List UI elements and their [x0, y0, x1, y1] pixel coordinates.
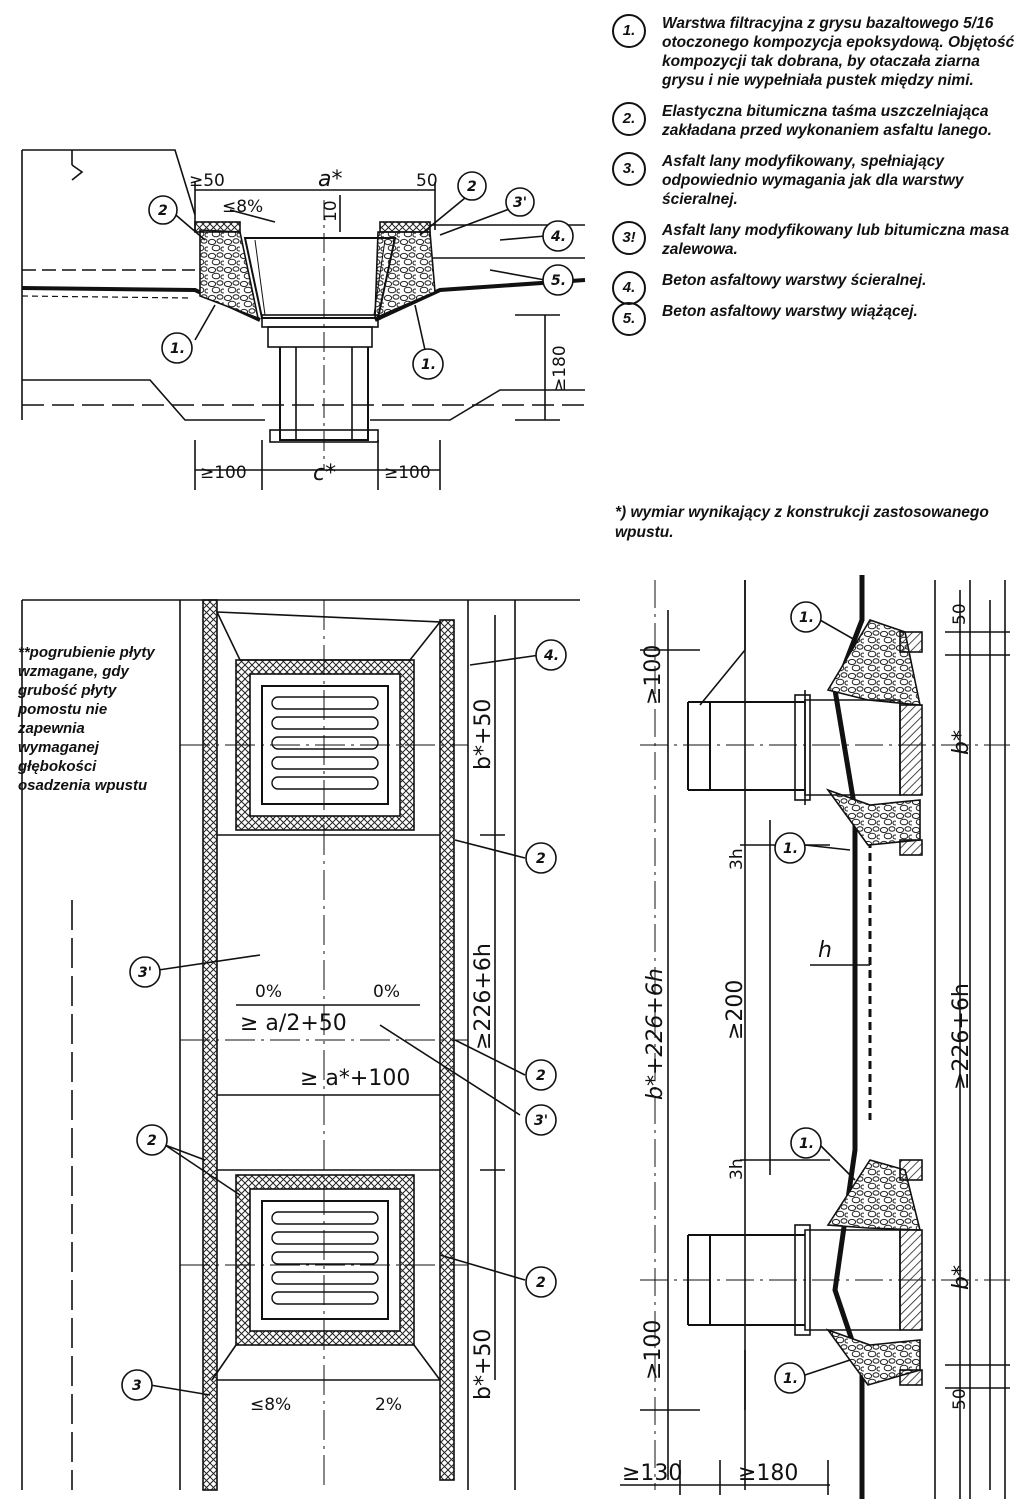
- legend-text: Asfalt lany modyfikowany lub bitumiczna …: [662, 222, 1010, 258]
- marker-label: 4.: [543, 648, 559, 664]
- legend-item: 3! Asfalt lany modyfikowany lub bitumicz…: [612, 221, 1022, 259]
- legend-item: 5. Beton asfaltowy warstwy wiążącej.: [612, 302, 1022, 336]
- plan-view: [21, 599, 580, 1491]
- dim-label: 3h: [727, 1158, 747, 1180]
- marker-label: 3': [513, 195, 527, 211]
- dim-label: ≥200: [723, 980, 748, 1040]
- dim-label: ≥100: [641, 1320, 666, 1380]
- dim-label: ≤8%: [222, 197, 263, 217]
- legend-item: 1. Warstwa filtracyjna z grysu bazaltowe…: [612, 14, 1022, 90]
- dim-label: 50: [416, 171, 438, 191]
- dim-label: ≤8%: [250, 1395, 291, 1415]
- legend-text: Beton asfaltowy warstwy wiążącej.: [662, 303, 918, 320]
- legend-text: Elastyczna bitumiczna taśma uszczelniają…: [662, 103, 992, 139]
- marker-label: 2: [158, 203, 168, 219]
- marker-label: 1.: [799, 610, 814, 626]
- section-right-markers: 1. 1. 1. 1.: [774, 601, 822, 1394]
- legend-number: 1.: [612, 14, 646, 48]
- dim-label: ≥226+6h: [949, 983, 974, 1090]
- legend-item: 2. Elastyczna bitumiczna taśma uszczelni…: [612, 102, 1022, 140]
- dim-label: 50: [950, 1388, 970, 1410]
- marker-label: 5.: [551, 273, 566, 289]
- marker-label: 2: [536, 1068, 546, 1084]
- dim-label: 2%: [375, 1395, 402, 1415]
- dim-label: b*+50: [471, 699, 496, 770]
- marker-label: 3': [138, 965, 152, 981]
- dim-label: ≥180: [738, 1461, 798, 1486]
- section-top-dimensions: ≥50 a* 50 ≤8% 10 ≥180 ≥100 c* ≥100: [189, 167, 570, 486]
- section-top-markers: 2 2 3' 4. 5. 1. 1.: [148, 171, 574, 380]
- dim-label: ≥226+6h: [471, 943, 496, 1050]
- dim-label: 10: [321, 200, 341, 222]
- dim-label: 50: [950, 603, 970, 625]
- marker-label: 1.: [783, 841, 798, 857]
- marker-label: 2: [467, 179, 477, 195]
- dim-label: ≥130: [622, 1461, 682, 1486]
- plan-dimensions: b*+50 ≥226+6h 0% 0% ≥ a/2+50 ≥ a*+100 b*…: [240, 699, 496, 1415]
- legend-text: Warstwa filtracyjna z grysu bazaltowego …: [662, 15, 1015, 89]
- side-note: **pogrubienie płyty wzmagane, gdy gruboś…: [18, 644, 155, 794]
- legend-number: 4.: [612, 271, 646, 305]
- legend-item: 3. Asfalt lany modyfikowany, spełniający…: [612, 152, 1022, 209]
- dim-label: ≥ a*+100: [300, 1066, 410, 1091]
- legend-number: 5.: [612, 302, 646, 336]
- marker-label: 2: [536, 1275, 546, 1291]
- marker-label: 2: [536, 851, 546, 867]
- marker-label: 1.: [170, 341, 185, 357]
- marker-label: 1.: [783, 1371, 798, 1387]
- dim-label: h: [818, 938, 832, 963]
- marker-label: 4.: [550, 229, 566, 245]
- marker-label: 1.: [799, 1136, 814, 1152]
- dim-label: b*+50: [471, 1329, 496, 1400]
- marker-label: 2: [147, 1133, 157, 1149]
- dim-label: 0%: [255, 982, 282, 1002]
- dim-label: ≥100: [641, 645, 666, 705]
- dim-label: 0%: [373, 982, 400, 1002]
- plan-markers: 4. 2 3' 2 3' 2 2 3: [121, 639, 567, 1401]
- marker-label: 3': [534, 1113, 548, 1129]
- footnote: *) wymiar wynikający z konstrukcji zasto…: [615, 504, 989, 541]
- legend-text: Asfalt lany modyfikowany, spełniający od…: [662, 153, 964, 208]
- dim-label: a*: [318, 167, 342, 192]
- section-right: [620, 575, 1010, 1499]
- dim-label: ≥180: [550, 345, 570, 392]
- legend-number: 3.: [612, 152, 646, 186]
- dim-label: ≥50: [189, 171, 225, 191]
- dim-label: ≥100: [384, 463, 431, 483]
- legend-number: 2.: [612, 102, 646, 136]
- marker-label: 1.: [421, 357, 436, 373]
- legend-number: 3!: [612, 221, 646, 255]
- dim-label: ≥ a/2+50: [240, 1011, 347, 1036]
- dim-label: b*+226+6h: [643, 968, 668, 1100]
- section-top: [21, 149, 586, 490]
- dim-label: b*: [949, 1265, 974, 1290]
- marker-label: 3: [132, 1378, 142, 1394]
- section-right-dimensions: ≥100 50 b* 3h h ≥200 b*+226+6h ≥226+6h 3…: [622, 603, 974, 1486]
- legend-text: Beton asfaltowy warstwy ścieralnej.: [662, 272, 927, 289]
- dim-label: b*: [949, 730, 974, 755]
- dim-label: c*: [313, 461, 336, 486]
- legend: 1. Warstwa filtracyjna z grysu bazaltowe…: [612, 14, 1022, 336]
- legend-item: 4. Beton asfaltowy warstwy ścieralnej.: [612, 271, 1022, 305]
- dim-label: ≥100: [200, 463, 247, 483]
- dim-label: 3h: [727, 848, 747, 870]
